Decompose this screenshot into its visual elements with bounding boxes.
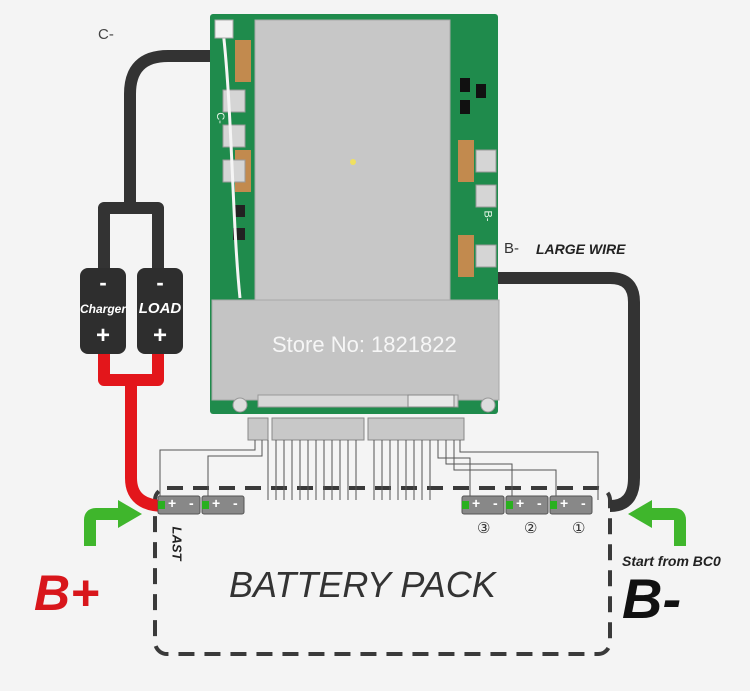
cell-2-plus: + [516,495,525,511]
cell-last-b [201,495,245,515]
bms-board [210,14,500,414]
charger-terminal: - Charger + [80,268,126,354]
b-plus-arrowhead [118,500,142,528]
b-minus-arrowhead [628,500,652,528]
b-plus-arrow [84,508,122,546]
cell-2-minus: - [537,495,542,511]
cell-last-a [157,495,201,515]
cell-last-b-plus: + [212,495,221,511]
battery-pack-title: BATTERY PACK [229,564,496,605]
b-minus-wire-label: B- [504,240,519,257]
cell-1-minus: - [581,495,586,511]
cell-marker-2: ② [524,520,538,537]
load-label: LOAD [138,300,182,317]
store-watermark: Store No: 1821822 [272,332,457,357]
b-minus-large-wire [498,272,640,512]
b-minus-arrow [648,508,686,546]
c-minus-top-label: C- [98,26,114,43]
large-wire-label: LARGE WIRE [536,241,626,257]
cell-1 [549,495,593,515]
c-minus-side-label: C- [213,112,226,124]
cell-1-plus: + [560,495,569,511]
c-minus-wire [98,50,210,272]
cell-3-plus: + [472,495,481,511]
b-minus-side-label: B- [481,210,494,222]
cell-3 [461,495,505,515]
b-plus-label: B+ [34,565,100,621]
charger-label: Charger [79,302,126,316]
cells-row [157,495,593,515]
balance-header [247,417,465,441]
cell-last-a-minus: - [189,495,194,511]
balance-wires [159,440,599,500]
charger-minus-sign: - [99,270,107,295]
cell-last-b-minus: - [233,495,238,511]
cell-3-minus: - [493,495,498,511]
charger-plus-sign: + [95,322,110,349]
b-plus-red-wire [98,352,166,512]
cell-marker-3: ③ [477,520,491,537]
load-terminal: - LOAD + [137,268,183,354]
cell-last-a-plus: + [168,495,177,511]
load-plus-sign: + [152,322,167,349]
load-minus-sign: - [156,270,164,295]
last-cell-label: LAST [169,526,185,561]
b-minus-label: B- [622,567,682,630]
cell-2 [505,495,549,515]
start-from-label: Start from BC0 [622,553,721,569]
cell-marker-1: ① [572,520,586,537]
